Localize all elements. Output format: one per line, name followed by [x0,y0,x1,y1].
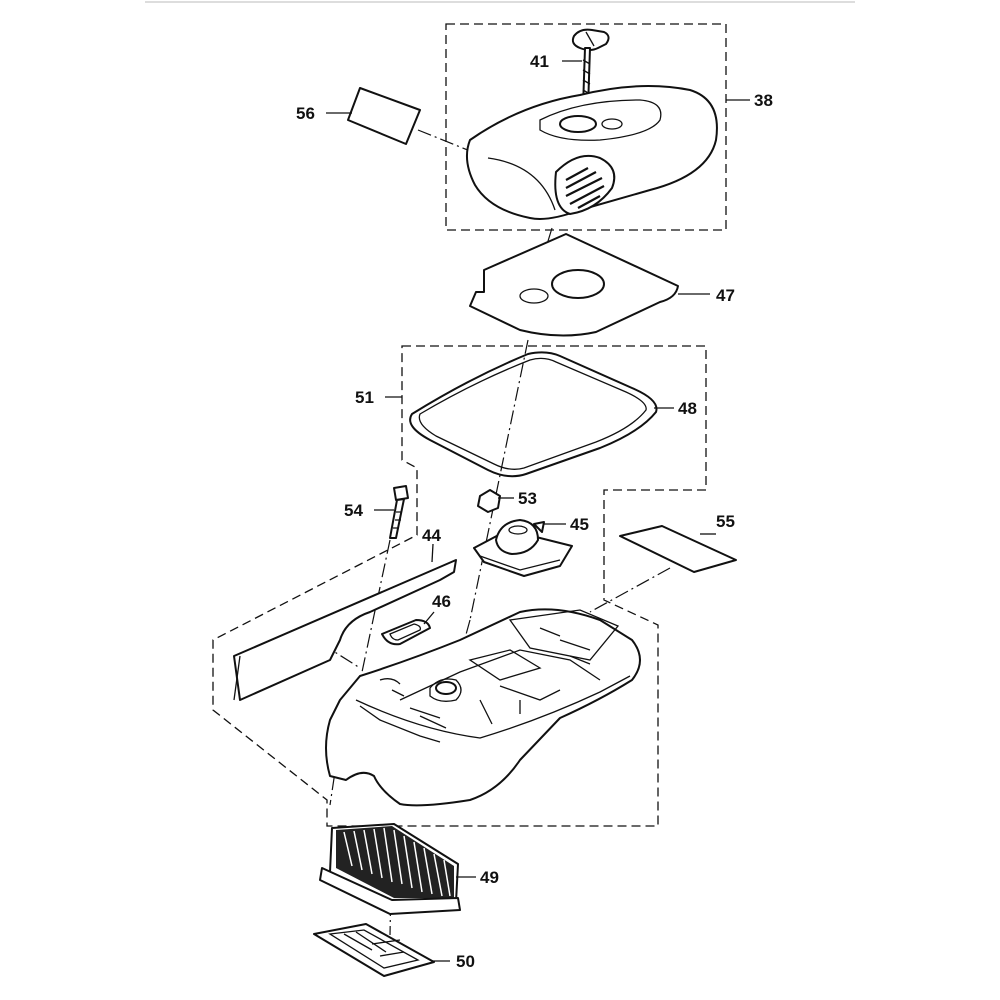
part-50-base-plate [313,923,435,977]
callout-53: 53 [518,489,537,508]
callout-49: 49 [480,868,499,887]
axis-55 [589,567,671,613]
part-48-gasket [409,351,658,478]
callout-48: 48 [678,399,697,418]
callout-47: 47 [716,286,735,305]
part-44-baffle [233,559,457,701]
assembly-box-38 [445,23,727,231]
part-53-nut [477,489,501,513]
part-54-bolt [389,485,409,539]
part-38-top-cover [465,85,718,220]
part-46-seal [381,619,431,646]
callout-45: 45 [570,515,589,534]
part-45-valve-assembly [473,519,573,577]
part-47-filter-pad [469,233,679,337]
assembly-box-51 [212,345,707,827]
callout-51: 51 [355,388,374,407]
callout-46: 46 [432,592,451,611]
leader-lines [326,60,750,962]
callout-54: 54 [344,501,363,520]
callout-41: 41 [530,52,549,71]
axis-54 [354,539,391,706]
callout-56: 56 [296,104,315,123]
callout-labels: 41 38 56 47 51 48 54 53 45 44 55 46 49 5… [296,52,773,971]
callout-38: 38 [754,91,773,110]
part-55-label [619,525,737,573]
part-49-filter [319,823,461,915]
callout-50: 50 [456,952,475,971]
callout-44: 44 [422,526,441,545]
part-56-label [347,87,421,145]
main-housing [325,608,641,807]
callout-55: 55 [716,512,735,531]
